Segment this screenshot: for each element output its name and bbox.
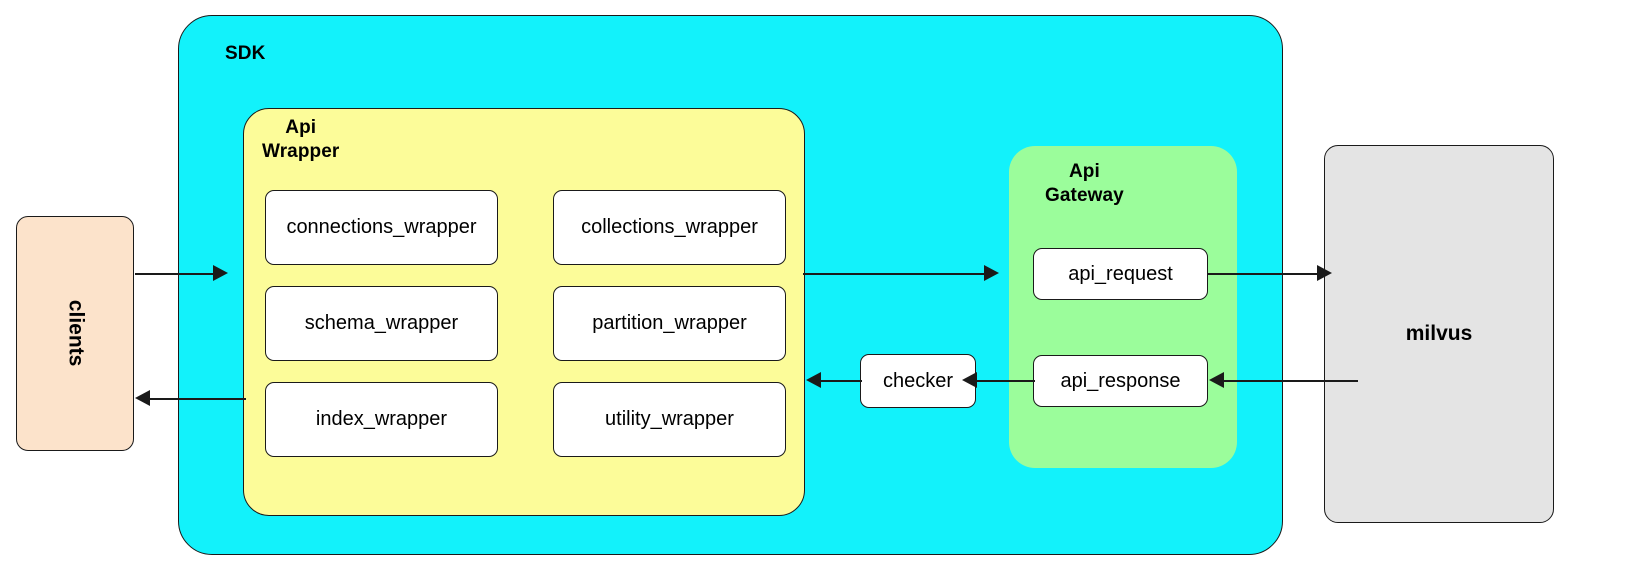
node-schema-wrapper-label: schema_wrapper bbox=[304, 312, 459, 334]
arrow-right-icon bbox=[984, 265, 999, 281]
node-utility-wrapper-label: utility_wrapper bbox=[605, 408, 734, 430]
arrow-left-icon bbox=[135, 390, 150, 406]
edge-api-wrapper-to-clients-line bbox=[148, 398, 246, 400]
container-api-gateway: Api Gateway bbox=[1009, 146, 1237, 468]
node-connections-wrapper-label: connections_wrapper bbox=[286, 216, 477, 238]
node-schema-wrapper[interactable]: schema_wrapper bbox=[265, 286, 498, 361]
node-clients-label: clients bbox=[64, 300, 88, 367]
node-api-response-label: api_response bbox=[1060, 369, 1181, 392]
edge-api-wrapper-to-api-gateway-line bbox=[803, 273, 985, 275]
node-utility-wrapper[interactable]: utility_wrapper bbox=[553, 382, 786, 457]
edge-checker-to-api-wrapper-line bbox=[820, 380, 862, 382]
container-api-wrapper-label: Api Wrapper bbox=[262, 117, 340, 162]
node-api-request-label: api_request bbox=[1068, 262, 1173, 285]
node-milvus-label: milvus bbox=[1405, 321, 1473, 345]
edge-milvus-to-api-response-line bbox=[1222, 380, 1358, 382]
node-partition-wrapper[interactable]: partition_wrapper bbox=[553, 286, 786, 361]
arrow-left-icon bbox=[1209, 372, 1224, 388]
edge-api-request-to-milvus-line bbox=[1207, 273, 1319, 275]
node-milvus[interactable]: milvus bbox=[1324, 145, 1554, 523]
node-api-response[interactable]: api_response bbox=[1033, 355, 1208, 407]
node-clients[interactable]: clients bbox=[16, 216, 134, 451]
node-collections-wrapper[interactable]: collections_wrapper bbox=[553, 190, 786, 265]
node-api-request[interactable]: api_request bbox=[1033, 248, 1208, 300]
container-api-gateway-label: Api Gateway bbox=[1045, 161, 1124, 206]
node-connections-wrapper[interactable]: connections_wrapper bbox=[265, 190, 498, 265]
edge-clients-to-api-wrapper-line bbox=[135, 273, 215, 275]
arrow-left-icon bbox=[806, 372, 821, 388]
node-index-wrapper-label: index_wrapper bbox=[315, 408, 448, 430]
arrow-right-icon bbox=[213, 265, 228, 281]
arrow-left-icon bbox=[962, 372, 977, 388]
node-collections-wrapper-label: collections_wrapper bbox=[581, 216, 758, 238]
arrow-right-icon bbox=[1317, 265, 1332, 281]
node-checker[interactable]: checker bbox=[860, 354, 976, 408]
node-partition-wrapper-label: partition_wrapper bbox=[592, 312, 747, 334]
edge-api-response-to-checker-line bbox=[975, 380, 1035, 382]
node-checker-label: checker bbox=[882, 369, 954, 392]
container-sdk-label: SDK bbox=[225, 43, 266, 64]
node-index-wrapper[interactable]: index_wrapper bbox=[265, 382, 498, 457]
